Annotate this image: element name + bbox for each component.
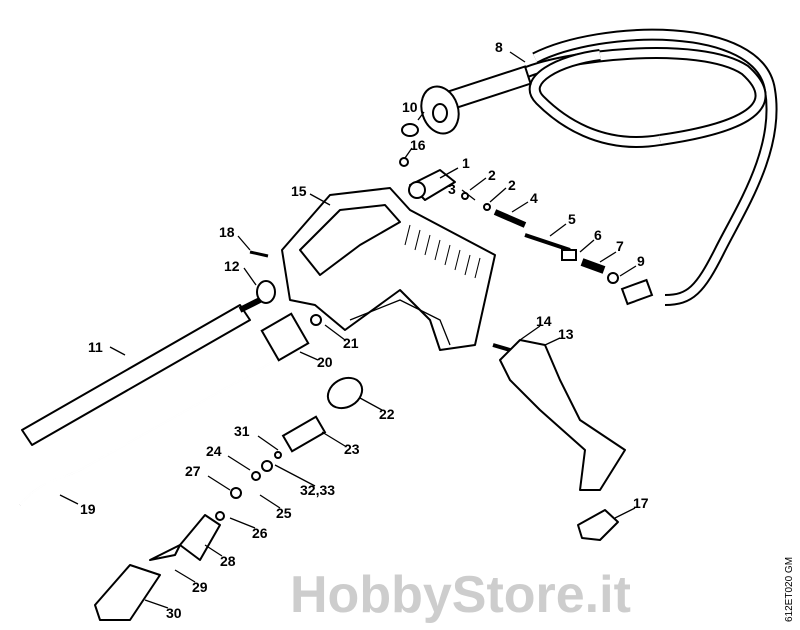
label-6: 6 [594,227,602,243]
part-8-hose-connector [401,65,532,137]
label-14: 14 [536,313,552,329]
label-27: 27 [185,463,201,479]
part-labels: 8 10 16 1 2 2 3 4 15 18 12 5 6 7 9 11 21… [80,39,649,621]
label-24: 24 [206,443,222,459]
part-17-clip [577,509,619,541]
label-10: 10 [402,99,418,115]
label-2b: 2 [508,177,516,193]
label-26: 26 [252,525,268,541]
label-32-33: 32,33 [300,482,335,498]
drawing-code: 612ET020 GM [784,557,795,622]
label-16: 16 [410,137,426,153]
label-7: 7 [616,238,624,254]
part-11-lance [21,297,262,446]
part-23-nozzle [215,415,327,521]
part-13-trigger [492,339,626,491]
label-4: 4 [530,190,538,206]
label-12: 12 [224,258,240,274]
label-30: 30 [166,605,182,621]
label-29: 29 [192,579,208,595]
label-5: 5 [568,211,576,227]
leader-lines [59,51,637,609]
part-15-gun-housing [281,187,496,351]
label-11: 11 [88,339,103,355]
label-23: 23 [344,441,360,457]
label-31: 31 [234,423,250,439]
label-20: 20 [317,354,333,370]
label-25: 25 [276,505,292,521]
label-21: 21 [343,335,359,351]
label-22: 22 [379,406,395,422]
label-3: 3 [448,181,456,197]
watermark: HobbyStore.it [290,566,631,624]
label-18: 18 [219,224,235,240]
label-8: 8 [495,39,503,55]
label-13: 13 [558,326,574,342]
part-28-30-nozzle-head [94,514,221,621]
label-15: 15 [291,183,307,199]
hose [517,28,778,306]
label-28: 28 [220,553,236,569]
label-19: 19 [80,501,96,517]
label-2a: 2 [488,167,496,183]
label-17: 17 [633,495,649,511]
label-1: 1 [462,155,470,171]
part-22-nut [326,376,364,410]
small-parts-upper [249,157,619,326]
part-19-20-spray-tube [19,312,310,506]
label-9: 9 [637,253,645,269]
